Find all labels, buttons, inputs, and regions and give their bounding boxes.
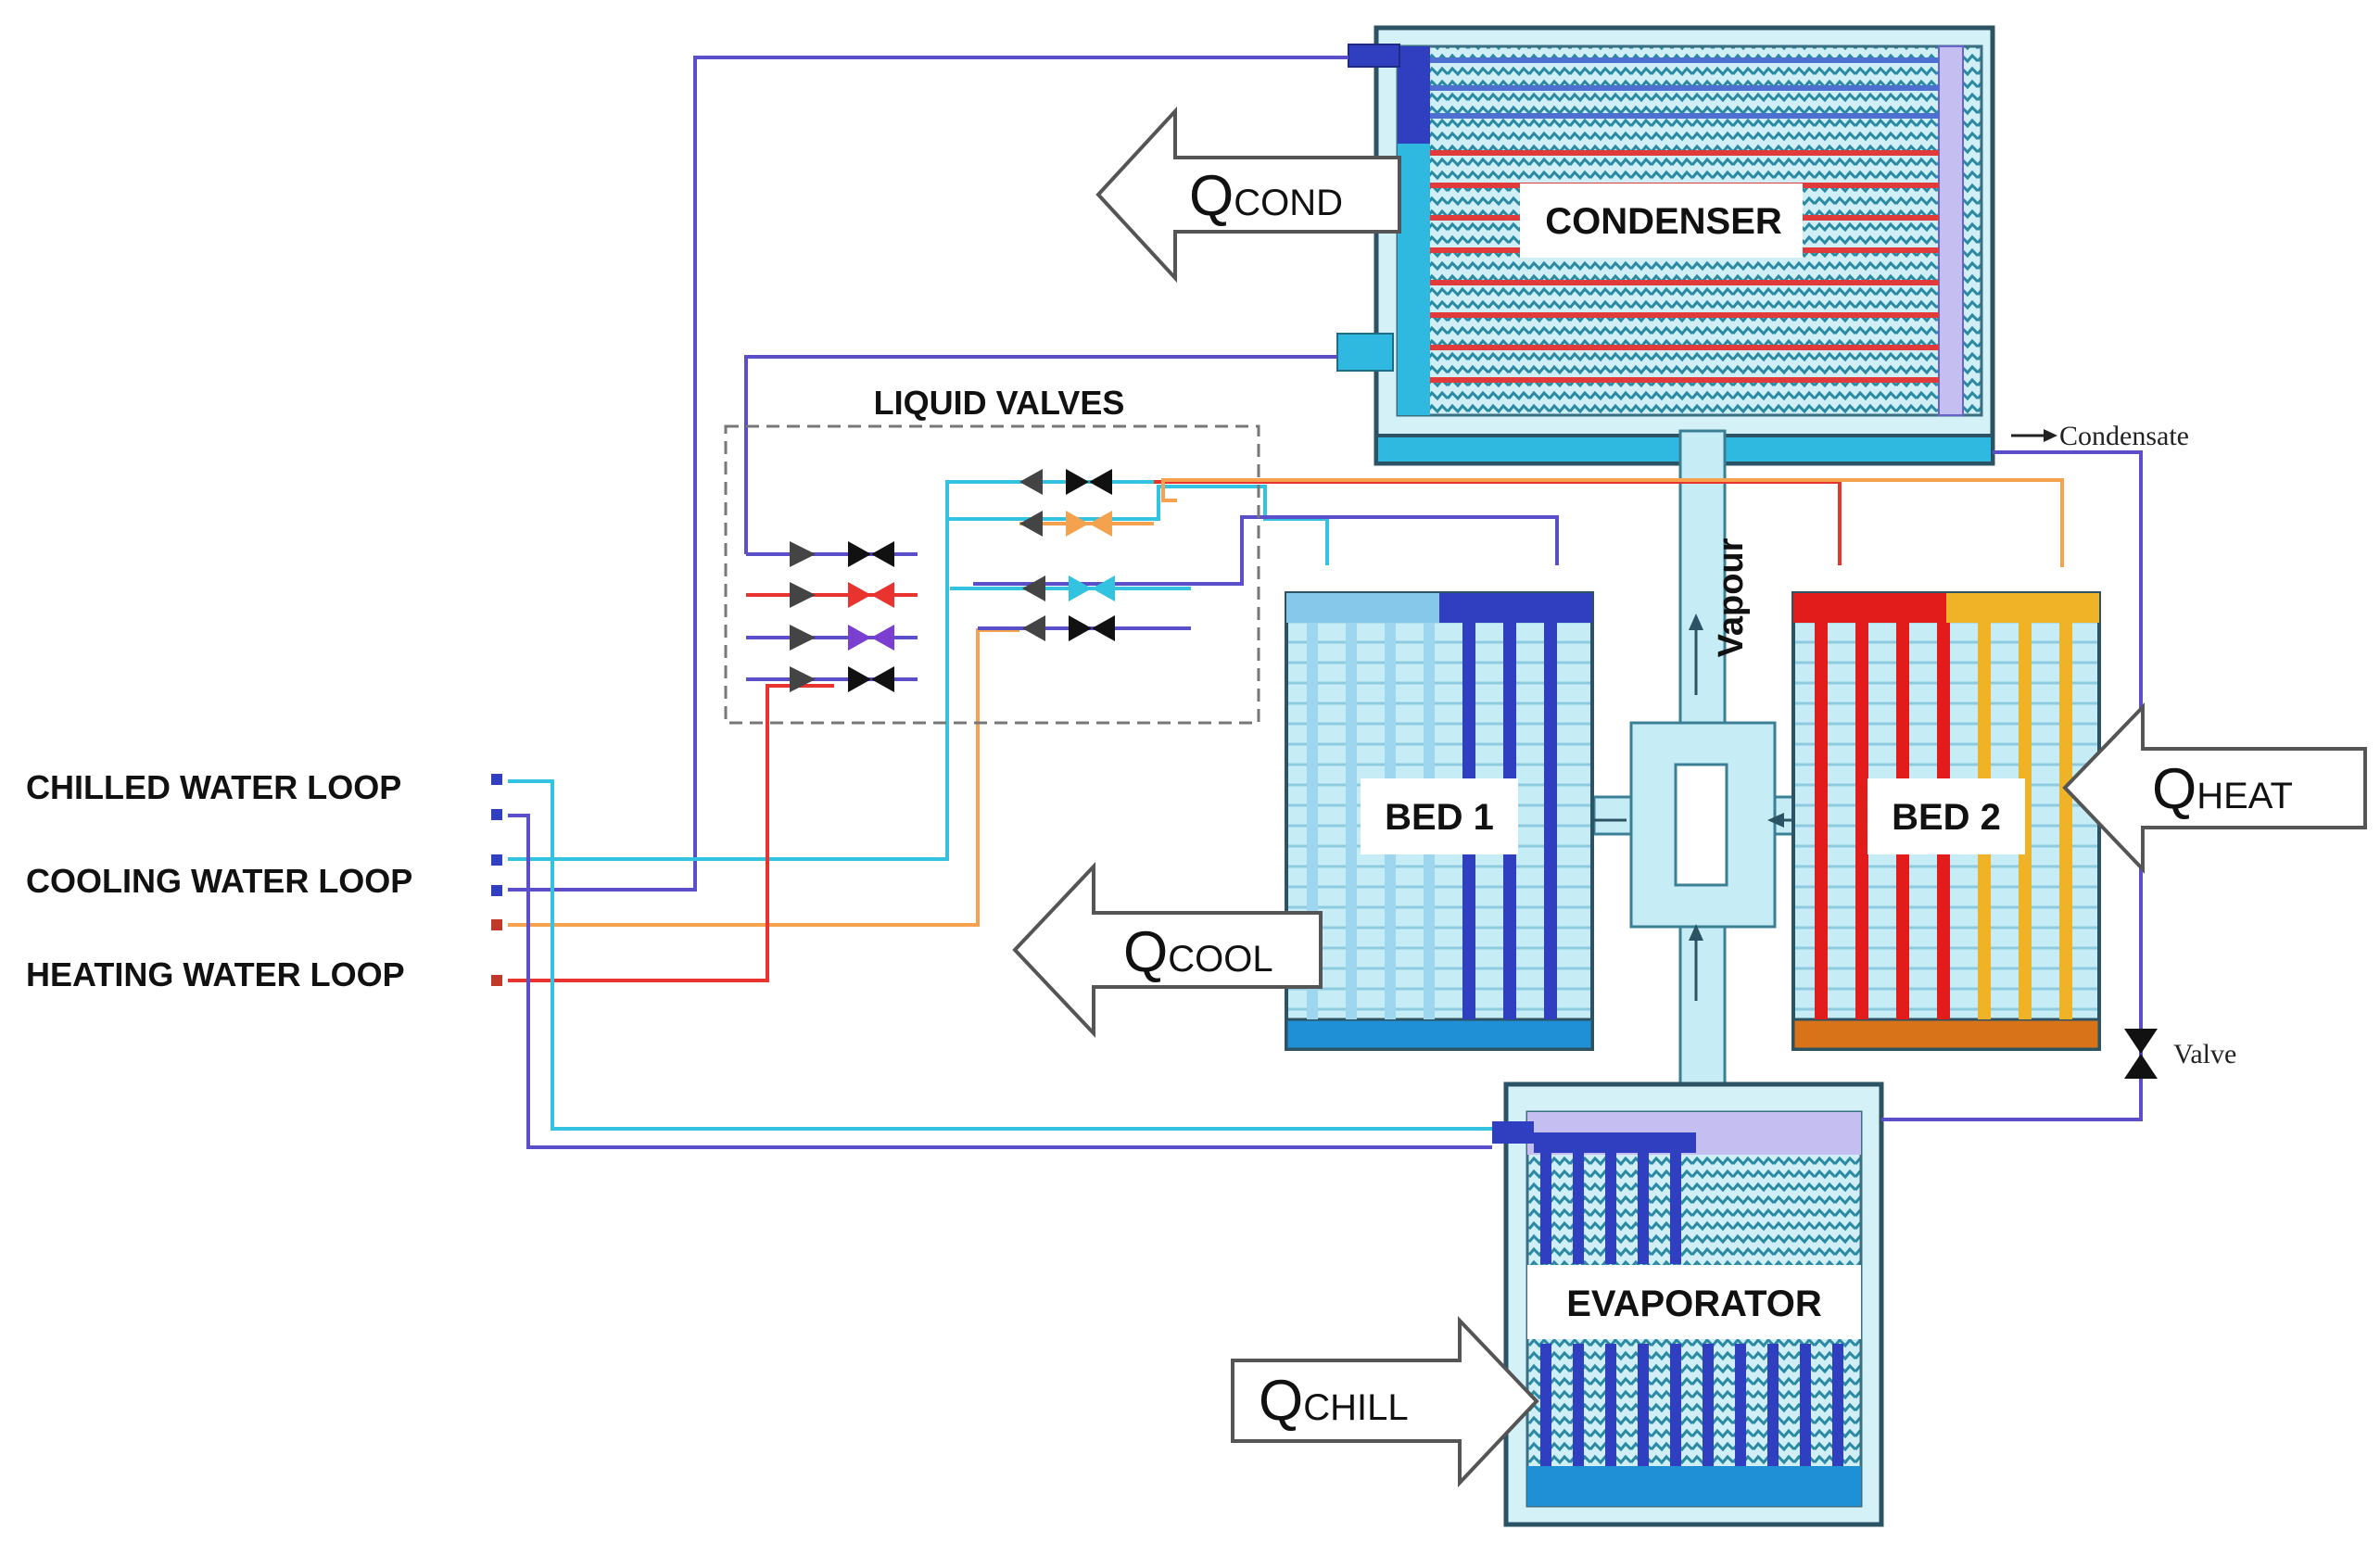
condensate-label: Condensate [2059, 421, 2189, 451]
vapour-label: Vapour [1712, 538, 1751, 657]
evaporator-tubes [1540, 1153, 1843, 1466]
condenser-unit: CONDENSER [1336, 25, 1995, 466]
bed1-label: BED 1 [1385, 797, 1494, 838]
q-heat-subscript: HEAT [2196, 776, 2293, 816]
cooling-water-loop-label: COOLING WATER LOOP [26, 862, 412, 900]
evaporator-label: EVAPORATOR [1566, 1284, 1822, 1324]
svg-text:QHEAT: QHEAT [2152, 757, 2293, 821]
q-cond-letter: Q [1189, 164, 1234, 228]
q-chill-letter: Q [1259, 1369, 1303, 1433]
q-cond-subscript: COND [1234, 183, 1343, 223]
heating-water-loop-label: HEATING WATER LOOP [26, 955, 405, 993]
q-cond-arrow: QCOND [1095, 106, 1401, 284]
svg-text:QCOOL: QCOOL [1123, 920, 1273, 984]
bed2-label: BED 2 [1892, 797, 2001, 838]
loop-labels: CHILLED WATER LOOP COOLING WATER LOOP HE… [26, 768, 502, 993]
q-chill-subscript: CHILL [1303, 1387, 1408, 1428]
liquid-valves-label: LIQUID VALVES [874, 384, 1125, 422]
condensate-arrow-icon [2044, 429, 2057, 442]
refrigerant-valve-icon [2124, 1029, 2158, 1079]
gate-valve-icon [1066, 469, 1115, 641]
condenser-tubes [1430, 57, 1939, 383]
svg-text:QCOND: QCOND [1189, 164, 1343, 228]
gate-valve-icon [848, 541, 894, 692]
vapour-duct: Vapour [1577, 429, 1817, 1095]
q-heat-letter: Q [2152, 757, 2196, 821]
condenser-label: CONDENSER [1545, 201, 1782, 242]
q-cool-arrow: QCOOL [1012, 861, 1323, 1039]
valve-label: Valve [2173, 1039, 2236, 1069]
check-valve-icon [1019, 469, 1045, 641]
check-valve-icon [790, 541, 816, 692]
bed2-unit: BED 2 [1791, 591, 2101, 1051]
q-chill-arrow: QCHILL [1231, 1316, 1539, 1488]
q-heat-arrow: QHEAT [2062, 702, 2367, 874]
chilled-water-loop-label: CHILLED WATER LOOP [26, 768, 401, 806]
svg-text:QCHILL: QCHILL [1259, 1369, 1409, 1433]
q-cool-subscript: COOL [1168, 939, 1272, 980]
bed1-unit: BED 1 [1285, 591, 1594, 1051]
evaporator-unit: EVAPORATOR [1492, 1081, 1884, 1527]
liquid-valves-block: LIQUID VALVES [724, 384, 1260, 725]
q-cool-letter: Q [1123, 920, 1168, 984]
